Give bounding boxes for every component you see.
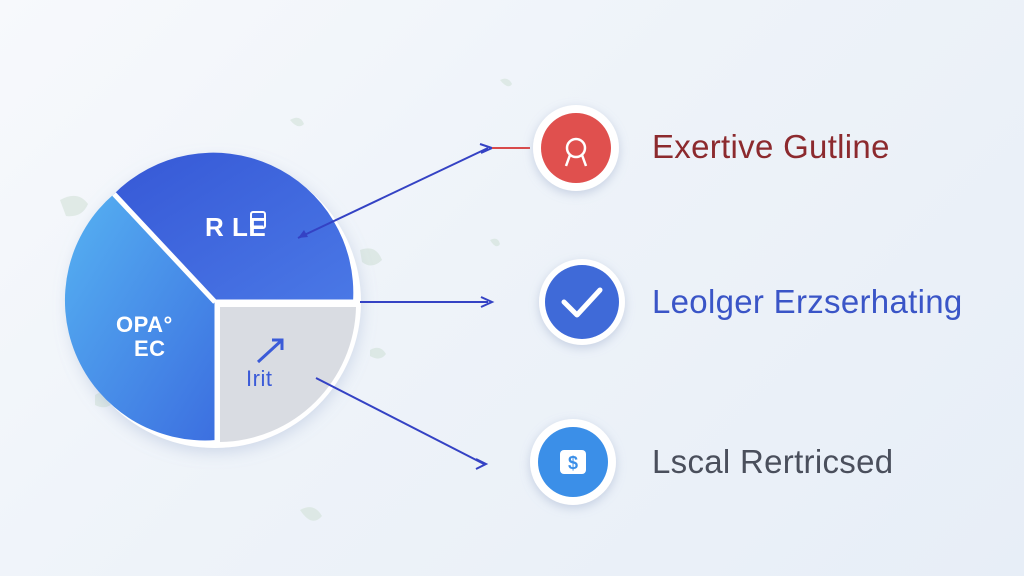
item-label-1: Exertive Gutline (652, 128, 890, 165)
ribbon-icon (533, 105, 619, 191)
document-icon (250, 211, 266, 229)
pie-slice-bottom (220, 307, 356, 442)
connector-line-1 (297, 147, 489, 239)
dollar-icon: $ (530, 419, 616, 505)
pie-slice-left (64, 194, 216, 441)
connector-line-3 (315, 377, 485, 465)
pie-slice-left-label-line1: OPA° (116, 312, 173, 337)
pie-slice-bottom-label: Irit (246, 366, 273, 391)
arrowhead (480, 296, 495, 308)
pie-slice-top (114, 152, 354, 302)
pie-slice-top-label: R LE (205, 212, 267, 242)
arrowhead (475, 458, 489, 470)
arrowhead (298, 230, 308, 238)
item-label-3: Lscal Rertricsed (652, 443, 894, 480)
item-label-2: Leolger Erzserhating (652, 283, 963, 320)
trend-arrow-icon (256, 338, 284, 364)
check-icon (539, 259, 625, 345)
pie-separator (112, 192, 217, 304)
pie-slice-left-label-line2: EC (134, 336, 166, 361)
svg-text:$: $ (568, 453, 578, 473)
